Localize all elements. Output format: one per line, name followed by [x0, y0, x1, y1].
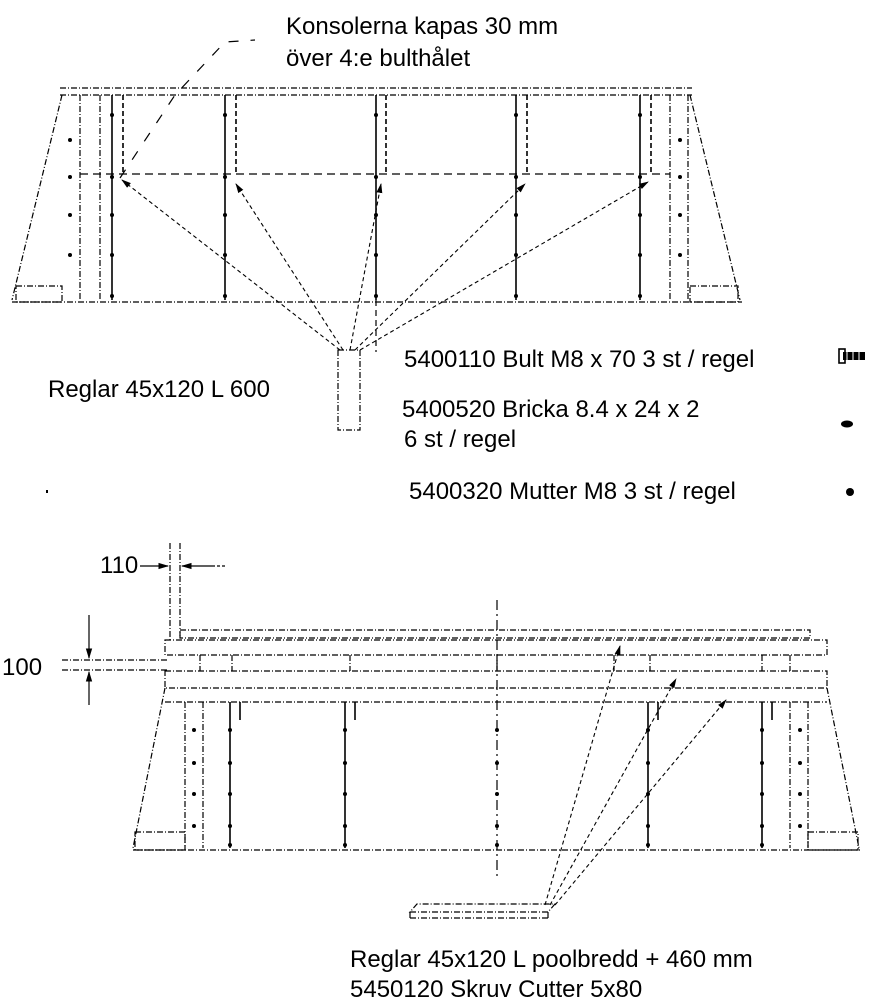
- left-slanted-side-bottom: [132, 687, 166, 849]
- right-foot-box-bottom: [807, 831, 859, 851]
- left-foot-box-bottom: [134, 831, 186, 851]
- regel-board-bottom: [408, 903, 557, 913]
- top-bolt-holes: [68, 113, 682, 298]
- right-foot-box: [689, 285, 739, 303]
- top-frame-view: [11, 87, 742, 303]
- screw-label-bottom: 5450120 Skruv Cutter 5x80: [350, 976, 643, 1003]
- stray-mark: [46, 490, 48, 493]
- top-regel: [179, 629, 811, 639]
- top-assembly-arrows: [121, 179, 649, 351]
- bolt-icon: [838, 348, 865, 364]
- part-washer-label: 5400520 Bricka 8.4 x 24 x 2: [402, 396, 700, 423]
- bottom-bolt-holes: [192, 728, 802, 847]
- dimension-100: [62, 615, 168, 705]
- bottom-uprights: [229, 702, 773, 848]
- top-uprights: [111, 95, 652, 300]
- part-washer-label-qty: 6 st / regel: [404, 426, 517, 453]
- left-slanted-side: [11, 94, 63, 301]
- regel-label-bottom: Reglar 45x120 L poolbredd + 460 mm: [350, 946, 753, 973]
- regel-piece-top: [337, 349, 361, 431]
- regel-label-top: Reglar 45x120 L 600: [48, 376, 270, 403]
- washer-icon: [841, 420, 853, 428]
- part-bolt-label: 5400110 Bult M8 x 70 3 st / regel: [404, 346, 755, 373]
- note-text-line1: Konsolerna kapas 30 mm: [286, 13, 559, 40]
- left-foot-box: [15, 285, 63, 303]
- note-leader-line: [119, 39, 256, 179]
- dimension-110: [140, 543, 226, 640]
- right-slanted-side-bottom: [826, 687, 860, 849]
- bottom-assembly-arrows: [544, 645, 727, 906]
- note-text-line2: över 4:e bulthålet: [286, 45, 471, 72]
- part-nut-label: 5400320 Mutter M8 3 st / regel: [409, 478, 736, 505]
- upper-rail: [164, 639, 828, 656]
- dimension-110-label: 110: [100, 552, 139, 579]
- nut-icon: [846, 488, 854, 496]
- dimension-100-label: 100: [2, 654, 43, 681]
- middle-rail: [164, 670, 828, 689]
- right-slanted-side: [689, 94, 741, 301]
